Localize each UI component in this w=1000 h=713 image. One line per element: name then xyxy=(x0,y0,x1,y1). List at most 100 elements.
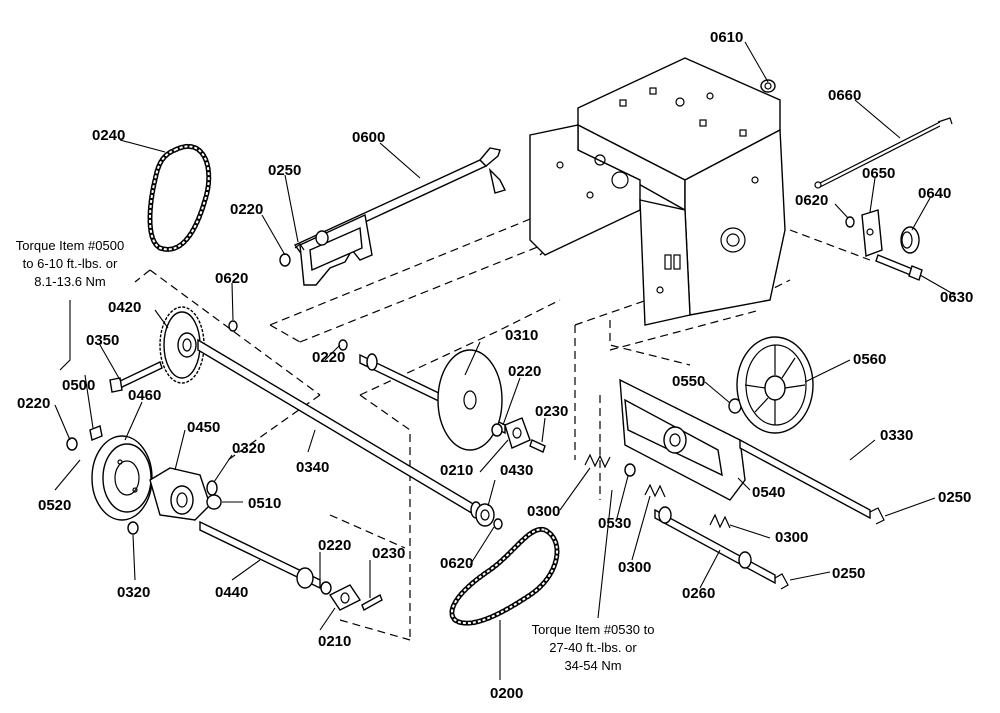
callout-0240: 0240 xyxy=(92,127,125,144)
part-0310-drive-disc xyxy=(359,349,506,451)
part-0340-shaft xyxy=(197,338,482,519)
part-0620-washer-upper xyxy=(228,320,238,332)
callout-0220: 0220 xyxy=(318,537,351,554)
callout-0450: 0450 xyxy=(187,419,220,436)
callout-0650: 0650 xyxy=(862,165,895,182)
torque-note-0500-line1: Torque Item #0500 xyxy=(16,238,124,253)
torque-note-0530-line2: 27-40 ft.-lbs. or xyxy=(549,640,637,655)
part-0250-pin-bottom xyxy=(774,573,789,590)
part-0600-shift-arm xyxy=(293,147,506,286)
callout-0640: 0640 xyxy=(918,185,951,202)
part-0220-washer-shift xyxy=(279,253,291,267)
callout-0660: 0660 xyxy=(828,87,861,104)
part-0300-spring-middle xyxy=(644,483,666,498)
part-0320-washer-lower xyxy=(127,521,139,535)
assembly-dashed-lines xyxy=(134,179,871,641)
callout-0300: 0300 xyxy=(775,529,808,546)
part-0250-pin-shift xyxy=(294,243,305,251)
callout-0620: 0620 xyxy=(795,192,828,209)
part-0650-bracket xyxy=(861,209,883,257)
part-0300-spring-left xyxy=(584,453,611,469)
callout-0560: 0560 xyxy=(853,351,886,368)
torque-note-0530-line1: Torque Item #0530 to xyxy=(532,622,655,637)
part-0220-washer-left xyxy=(66,437,78,451)
part-0220-washer-bottom xyxy=(320,581,332,595)
part-0350-bolt xyxy=(109,361,163,393)
leader-lines xyxy=(54,41,956,680)
part-0560-wheel xyxy=(736,336,814,434)
frame-housing xyxy=(529,57,786,326)
torque-note-0500: Torque Item #0500 to 6-10 ft.-lbs. or 8.… xyxy=(16,238,124,289)
part-0660-cable xyxy=(814,117,953,189)
callout-0220: 0220 xyxy=(17,395,50,412)
callout-0260: 0260 xyxy=(682,585,715,602)
part-0510-bearing xyxy=(206,494,222,510)
callout-0510: 0510 xyxy=(248,495,281,512)
callout-0220: 0220 xyxy=(312,349,345,366)
torque-note-0500-line2: to 6-10 ft.-lbs. or xyxy=(23,256,118,271)
part-0450-gearcase xyxy=(149,467,211,521)
part-0620-washer-lower xyxy=(493,518,503,530)
callout-0610: 0610 xyxy=(710,29,743,46)
callout-0550: 0550 xyxy=(672,373,705,390)
part-0300-spring-right xyxy=(709,513,731,529)
callout-0250: 0250 xyxy=(832,565,865,582)
callout-0250: 0250 xyxy=(268,162,301,179)
part-0200-chain xyxy=(449,526,560,626)
callout-0620: 0620 xyxy=(215,270,248,287)
part-0640-pulley xyxy=(900,226,920,254)
callout-labels: 0610 0660 0240 0600 0250 0220 0650 0640 … xyxy=(17,29,973,702)
callout-0500: 0500 xyxy=(62,377,95,394)
callout-0600: 0600 xyxy=(352,129,385,146)
callout-0300: 0300 xyxy=(618,559,651,576)
callout-0230: 0230 xyxy=(372,545,405,562)
torque-note-0500-line3: 8.1-13.6 Nm xyxy=(34,274,106,289)
callout-0630: 0630 xyxy=(940,289,973,306)
callout-0200: 0200 xyxy=(490,685,523,702)
torque-note-0530: Torque Item #0530 to 27-40 ft.-lbs. or 3… xyxy=(532,622,655,673)
callout-0230: 0230 xyxy=(535,403,568,420)
callout-0350: 0350 xyxy=(86,332,119,349)
part-0220-washer-disc xyxy=(491,423,503,437)
callout-0210: 0210 xyxy=(440,462,473,479)
part-0610-grommet xyxy=(760,79,776,93)
callout-0210: 0210 xyxy=(318,633,351,650)
part-0250-pin-right xyxy=(869,507,885,525)
part-0210-flange-disc xyxy=(504,417,531,449)
part-0240-chain xyxy=(147,143,212,252)
callout-0440: 0440 xyxy=(215,584,248,601)
part-0230-bolt-bottom xyxy=(361,594,383,611)
callout-0330: 0330 xyxy=(880,427,913,444)
part-0620-washer-right xyxy=(845,216,855,228)
part-0230-bolt-disc xyxy=(529,439,546,453)
part-0630-bolt xyxy=(875,254,923,281)
callout-0620: 0620 xyxy=(440,555,473,572)
callout-0320: 0320 xyxy=(232,440,265,457)
callout-0430: 0430 xyxy=(500,462,533,479)
callout-0310: 0310 xyxy=(505,327,538,344)
callout-0250: 0250 xyxy=(938,489,971,506)
callout-0520: 0520 xyxy=(38,497,71,514)
callout-0420: 0420 xyxy=(108,299,141,316)
callout-0530: 0530 xyxy=(598,515,631,532)
callout-0540: 0540 xyxy=(752,484,785,501)
part-0500-screw xyxy=(89,425,103,441)
callout-0220: 0220 xyxy=(230,201,263,218)
part-0460-pulley xyxy=(91,435,153,521)
part-0540-plate xyxy=(619,378,746,501)
part-0330-shaft xyxy=(739,438,871,520)
part-0430-bearing xyxy=(475,503,495,527)
torque-note-0530-line3: 34-54 Nm xyxy=(564,658,621,673)
part-0440-axle xyxy=(199,520,321,590)
callout-0320: 0320 xyxy=(117,584,150,601)
part-0220-washer-shaft xyxy=(338,339,348,351)
callout-0460: 0460 xyxy=(128,387,161,404)
callout-0340: 0340 xyxy=(296,459,329,476)
part-0530-bolt xyxy=(624,463,636,477)
callout-0300: 0300 xyxy=(527,503,560,520)
callout-0220: 0220 xyxy=(508,363,541,380)
part-0320-washer-upper xyxy=(206,480,218,496)
part-0260-shaft xyxy=(654,506,776,585)
